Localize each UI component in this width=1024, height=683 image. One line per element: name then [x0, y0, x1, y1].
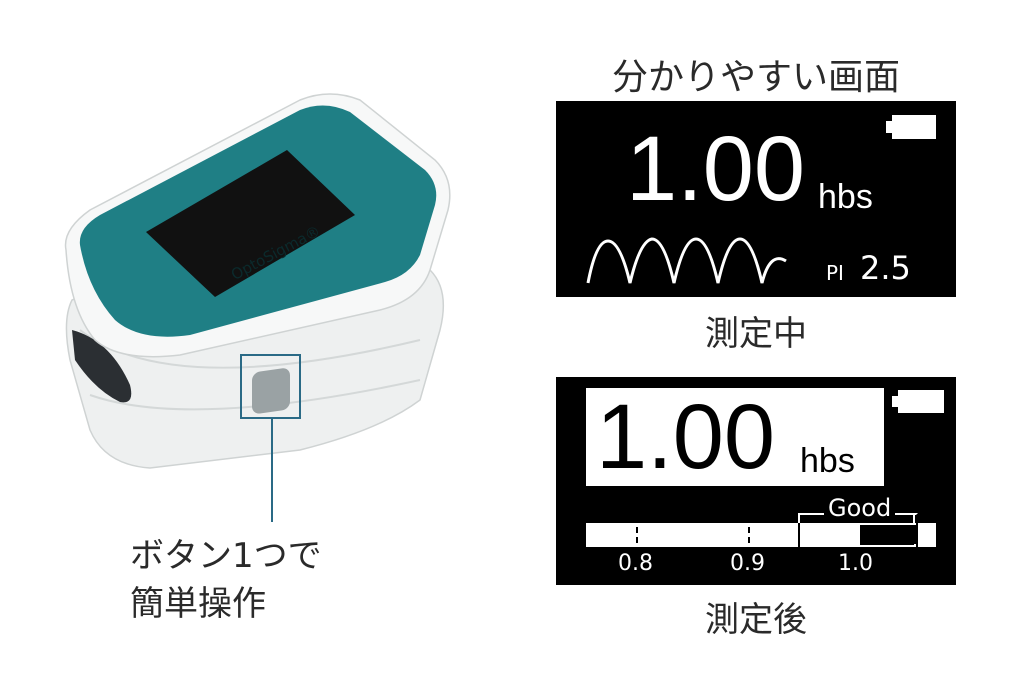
good-label: Good	[824, 495, 896, 521]
pulse-oximeter-device	[64, 93, 451, 522]
pulse-waveform	[586, 237, 787, 284]
caption-line-1: ボタン1つで	[130, 536, 322, 576]
tick-mark	[636, 527, 640, 543]
button-highlight-box	[240, 354, 301, 419]
scale-tick-label: 1.0	[838, 551, 873, 576]
scale-tick-label: 0.8	[618, 551, 653, 576]
measuring-value: 1.00	[626, 118, 806, 220]
pi-label: PI	[826, 261, 844, 285]
measuring-unit: hbs	[818, 178, 873, 216]
good-bracket-right	[913, 513, 915, 523]
battery-full-icon	[898, 390, 944, 413]
tick-mark	[748, 527, 752, 543]
battery-tip	[892, 396, 900, 407]
pi-value: 2.5	[860, 249, 911, 287]
device-button[interactable]	[252, 367, 290, 414]
page-title: 分かりやすい画面	[611, 57, 900, 98]
result-unit: hbs	[800, 442, 855, 480]
scale-tick-label: 0.9	[730, 551, 765, 576]
value-box	[586, 388, 884, 486]
good-bracket-left	[798, 513, 800, 523]
finger-opening	[72, 330, 132, 403]
scale-indicator	[860, 525, 914, 545]
measuring-caption: 測定中	[705, 314, 807, 354]
battery-tip	[886, 121, 894, 133]
caption-line-2: 簡単操作	[130, 584, 266, 624]
measuring-screen: 1.00 hbs PI 2.5	[556, 101, 956, 297]
scale-end-box	[914, 525, 936, 544]
result-caption: 測定後	[705, 600, 807, 640]
result-screen: 1.00 hbs Good 0.8 0.9 1.0	[556, 377, 956, 585]
device-screen	[146, 150, 355, 297]
result-value: 1.00	[596, 386, 776, 488]
battery-full-icon	[892, 115, 936, 139]
